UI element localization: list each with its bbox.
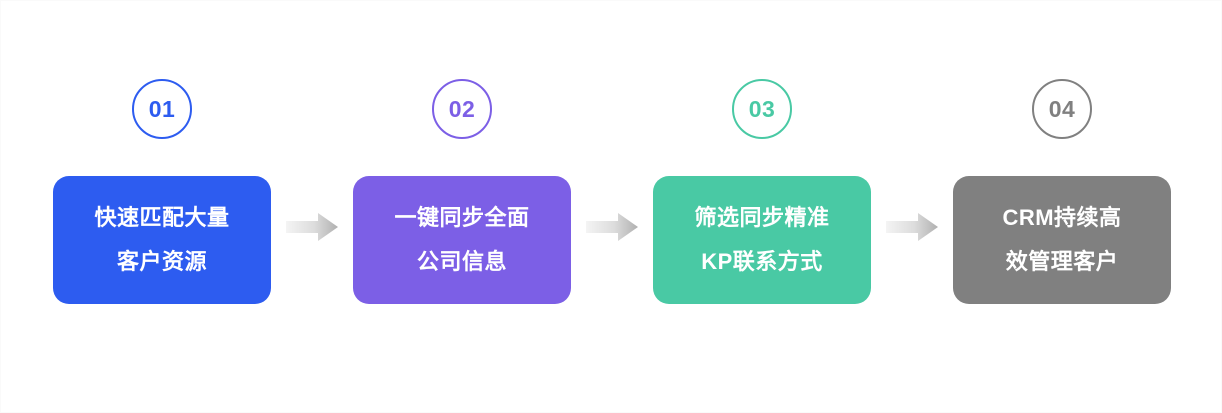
step-card-line-1b: 客户资源 [116, 249, 207, 274]
arrow-right-icon [886, 212, 938, 241]
step-number-2: 02 [448, 95, 476, 122]
process-step-1[interactable]: 01 快速匹配大量 客户资源 [53, 79, 271, 304]
step-number-badge-4: 04 [1032, 79, 1092, 139]
step-number-badge-2: 02 [432, 79, 492, 139]
process-step-4[interactable]: 04 CRM持续高 效管理客户 [953, 79, 1171, 304]
step-number-3: 03 [748, 95, 776, 122]
process-step-3[interactable]: 03 筛选同步精准 KP联系方式 [653, 79, 871, 304]
connector-2 [581, 79, 643, 314]
step-card-line-4a: CRM持续高 [1002, 205, 1122, 230]
arrow-right-icon [586, 212, 638, 241]
step-card-line-3b: KP联系方式 [701, 249, 823, 274]
connector-3 [881, 79, 943, 314]
step-card-3[interactable]: 筛选同步精准 KP联系方式 [653, 176, 871, 304]
step-card-2[interactable]: 一键同步全面 公司信息 [353, 176, 571, 304]
arrow-right-icon [286, 212, 338, 241]
step-card-line-2b: 公司信息 [416, 249, 507, 274]
step-number-1: 01 [148, 95, 176, 122]
step-card-line-3a: 筛选同步精准 [694, 205, 830, 230]
step-card-line-2a: 一键同步全面 [394, 205, 530, 230]
step-number-4: 04 [1048, 95, 1076, 122]
step-card-line-4b: 效管理客户 [1005, 249, 1119, 274]
step-card-line-1a: 快速匹配大量 [94, 205, 230, 230]
step-number-badge-1: 01 [132, 79, 192, 139]
step-number-badge-3: 03 [732, 79, 792, 139]
step-card-4[interactable]: CRM持续高 效管理客户 [953, 176, 1171, 304]
process-step-2[interactable]: 02 一键同步全面 公司信息 [353, 79, 571, 304]
connector-1 [281, 79, 343, 314]
step-card-1[interactable]: 快速匹配大量 客户资源 [53, 176, 271, 304]
process-flow: 01 快速匹配大量 客户资源 [53, 79, 1171, 314]
